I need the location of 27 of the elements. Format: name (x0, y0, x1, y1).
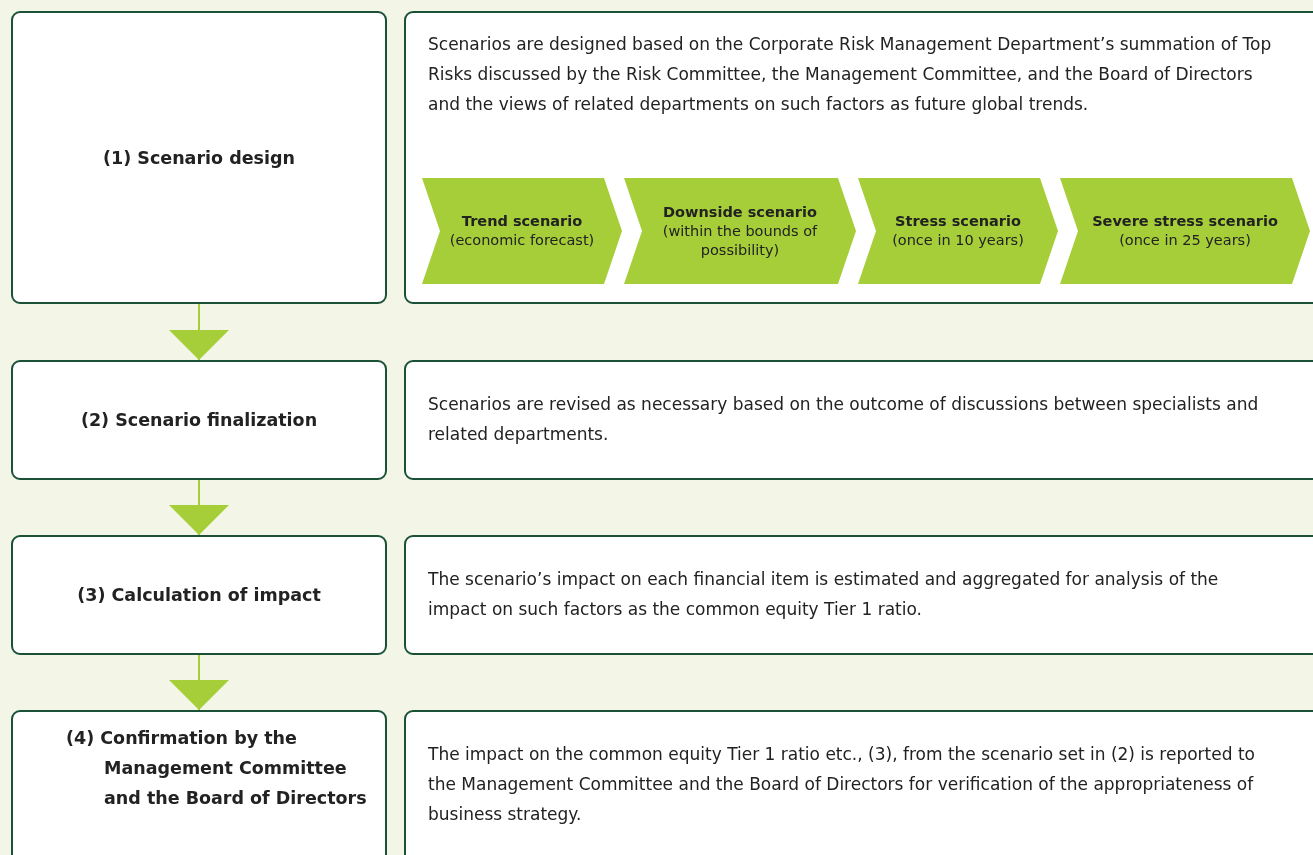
step-title: (3) Calculation of impact (77, 584, 321, 607)
step-title: (2) Scenario finalization (80, 409, 318, 432)
description-box (404, 11, 1313, 304)
scenario-note: (once in 10 years) (892, 231, 1024, 250)
step-box (11, 360, 387, 480)
description-text: The impact on the common equity Tier 1 ratio etc., (3), from the scenario set in (2) is reported to the Management Committee and the Board of Directors for verification of the appropriateness of business strategy. (428, 743, 1256, 826)
description-box (404, 360, 1313, 480)
step-title: (1) Scenario design (103, 146, 295, 170)
description-box (404, 710, 1313, 855)
down-arrow (169, 303, 229, 361)
step-box (11, 710, 387, 855)
step-box (11, 11, 387, 304)
description-text: Scenarios are designed based on the Corporate Risk Management Department’s summation of Top Risks discussed by the Risk Committee, the Management Committee, and the Board of Directors and the views of related departments on such factors as future global trends. (428, 33, 1273, 116)
scenario-note: (within the bounds of possibility) (661, 221, 819, 260)
description-box (404, 535, 1313, 655)
scenario-name: Severe stress scenario (1092, 212, 1278, 231)
scenario-name: Trend scenario (461, 212, 583, 231)
scenario-name: Stress scenario (895, 212, 1021, 231)
scenario-name: Downside scenario (663, 202, 817, 222)
down-arrow (169, 654, 229, 711)
step-box (11, 535, 387, 655)
scenario-note: (economic forecast) (449, 231, 595, 250)
step-title: (4) Confirmation by the Management Committee and the Board of Directors (66, 727, 368, 810)
scenario-note: (once in 25 years) (1119, 231, 1251, 250)
down-arrow (169, 479, 229, 536)
description-text: Scenarios are revised as necessary based on the outcome of discussions between specialists and related departments. (428, 393, 1260, 446)
description-text: The scenario’s impact on each financial item is estimated and aggregated for analysis of the impact on such factors as the common equity Tier 1 ratio. (428, 568, 1220, 621)
